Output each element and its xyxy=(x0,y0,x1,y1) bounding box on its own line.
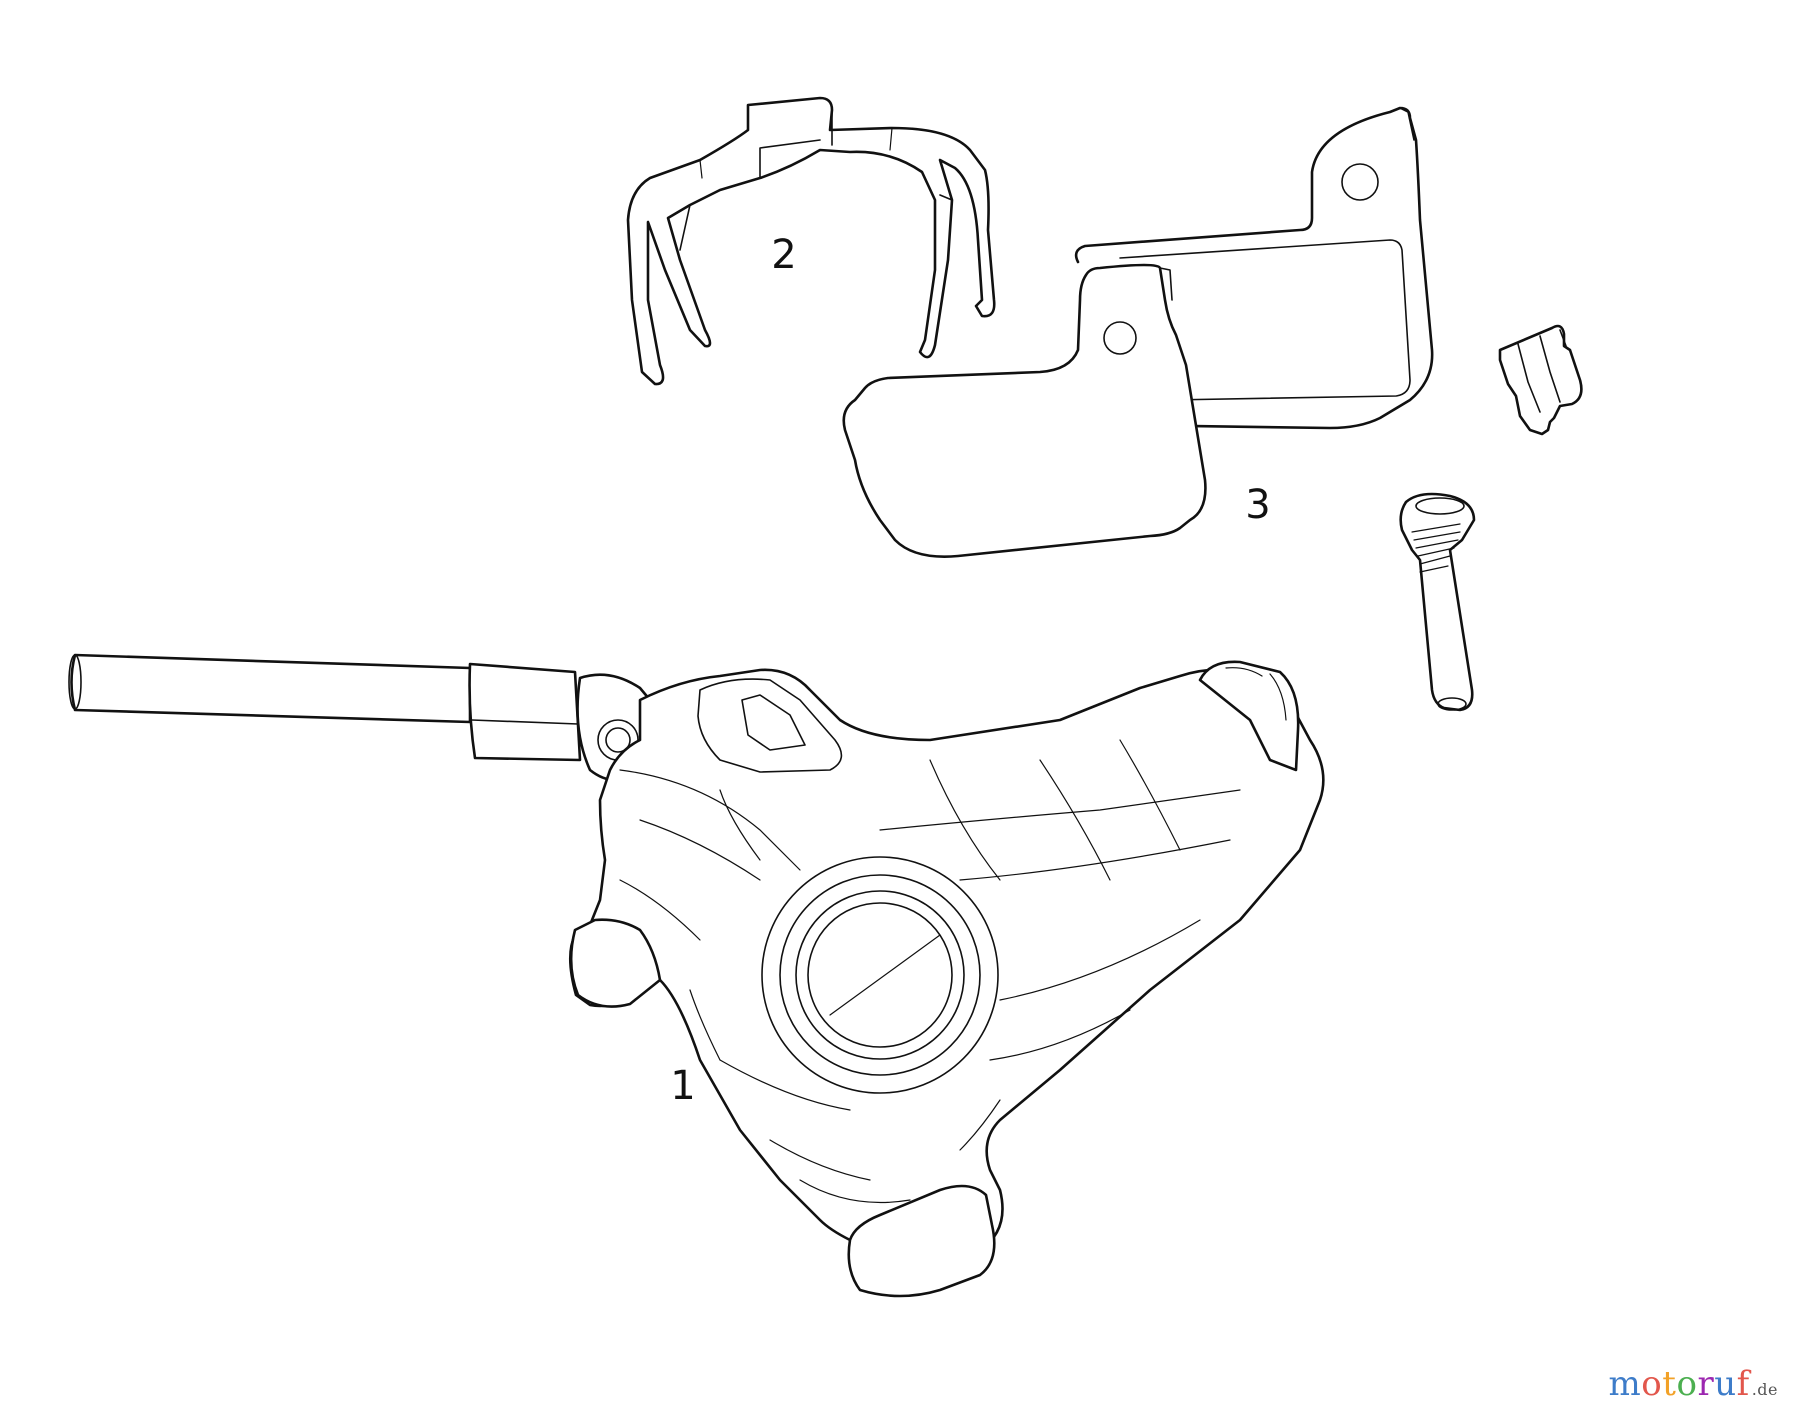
callout-2: 2 xyxy=(771,232,796,278)
callout-1: 1 xyxy=(670,1063,695,1109)
brake-caliper-with-hose xyxy=(68,653,1325,1298)
brake-pad-pair xyxy=(842,106,1434,558)
pad-retaining-pin-bolt xyxy=(1399,492,1476,712)
watermark-logo: motoruf.de xyxy=(1609,1364,1778,1404)
watermark-letter: t xyxy=(1662,1364,1677,1404)
watermark-letter: o xyxy=(1676,1364,1698,1404)
watermark-tld: .de xyxy=(1751,1380,1778,1399)
callout-3: 3 xyxy=(1245,482,1270,528)
pad-spreader-spring xyxy=(626,96,996,386)
pad-retaining-clip xyxy=(1498,324,1583,436)
watermark-letter: r xyxy=(1697,1364,1715,1404)
watermark-letter: m xyxy=(1608,1364,1642,1404)
watermark-letter: f xyxy=(1736,1364,1750,1404)
watermark-letter: o xyxy=(1641,1364,1663,1404)
watermark-letter: u xyxy=(1714,1364,1737,1404)
